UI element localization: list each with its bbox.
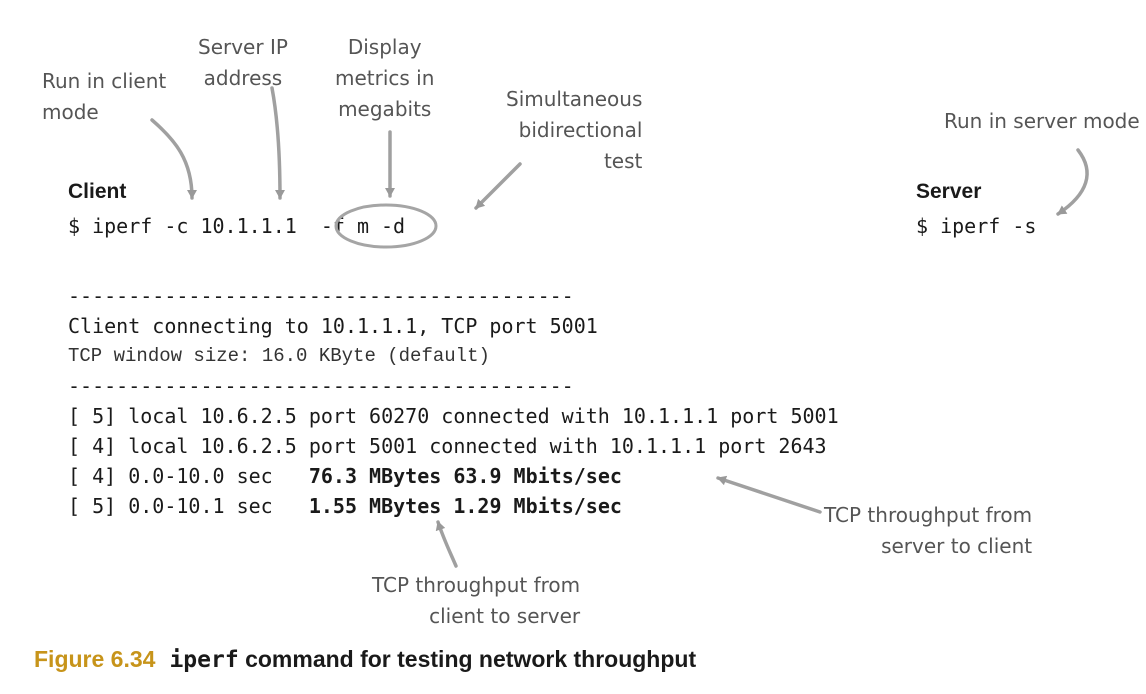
result-line-4: [ 4] 0.0-10.0 sec 76.3 MBytes 63.9 Mbits…: [68, 461, 839, 491]
window-size-line: TCP window size: 16.0 KByte (default): [68, 345, 490, 367]
flag-highlight-ellipse: [334, 203, 438, 249]
arrow-server-ip: [270, 86, 285, 200]
caption-command: iperf: [169, 647, 239, 673]
arrow-server-mode: [1056, 148, 1089, 216]
separator-line: ----------------------------------------…: [68, 284, 574, 308]
note-server-to-client: TCP throughput from server to client: [824, 503, 1033, 558]
arrow-bidirectional: [474, 162, 522, 210]
arrow-client-mode: [150, 118, 197, 200]
server-command: $ iperf -s: [916, 214, 1037, 238]
figure-number: Figure 6.34: [34, 646, 156, 672]
client-command-suffix: -d: [381, 214, 406, 238]
client-heading: Client: [68, 180, 127, 203]
arrow-client-to-server: [435, 520, 458, 568]
note-server-ip: Server IP address: [198, 35, 288, 90]
connecting-line: Client connecting to 10.1.1.1, TCP port …: [68, 314, 598, 338]
result-5-prefix: [ 5] 0.0-10.1 sec: [68, 494, 309, 518]
arrow-server-to-client: [716, 475, 822, 514]
client-command-flag: -f m: [320, 214, 369, 238]
caption-text: command for testing network throughput: [238, 646, 697, 672]
note-client-mode: Run in client mode: [42, 69, 167, 124]
note-server-mode: Run in server mode: [944, 109, 1140, 133]
note-megabits: Display metrics in megabits: [335, 35, 435, 121]
terminal-output: ----------------------------------------…: [68, 281, 839, 521]
separator-line: ----------------------------------------…: [68, 374, 574, 398]
result-4-prefix: [ 4] 0.0-10.0 sec: [68, 464, 309, 488]
result-5-value: 1.55 MBytes 1.29 Mbits/sec: [308, 494, 622, 518]
figure-caption: Figure 6.34 iperf command for testing net…: [34, 646, 696, 673]
note-bidirectional: Simultaneous bidirectional test: [506, 87, 643, 173]
client-command: $ iperf -c 10.1.1.1 -f m -d: [68, 214, 405, 238]
client-command-prefix: $ iperf -c 10.1.1.1: [68, 214, 309, 238]
result-4-value: 76.3 MBytes 63.9 Mbits/sec: [308, 464, 622, 488]
result-line-5: [ 5] 0.0-10.1 sec 1.55 MBytes 1.29 Mbits…: [68, 491, 839, 521]
note-client-to-server: TCP throughput from client to server: [372, 573, 581, 628]
connection-line-5: [ 5] local 10.6.2.5 port 60270 connected…: [68, 404, 839, 428]
server-heading: Server: [916, 180, 982, 203]
connection-line-4: [ 4] local 10.6.2.5 port 5001 connected …: [68, 434, 827, 458]
